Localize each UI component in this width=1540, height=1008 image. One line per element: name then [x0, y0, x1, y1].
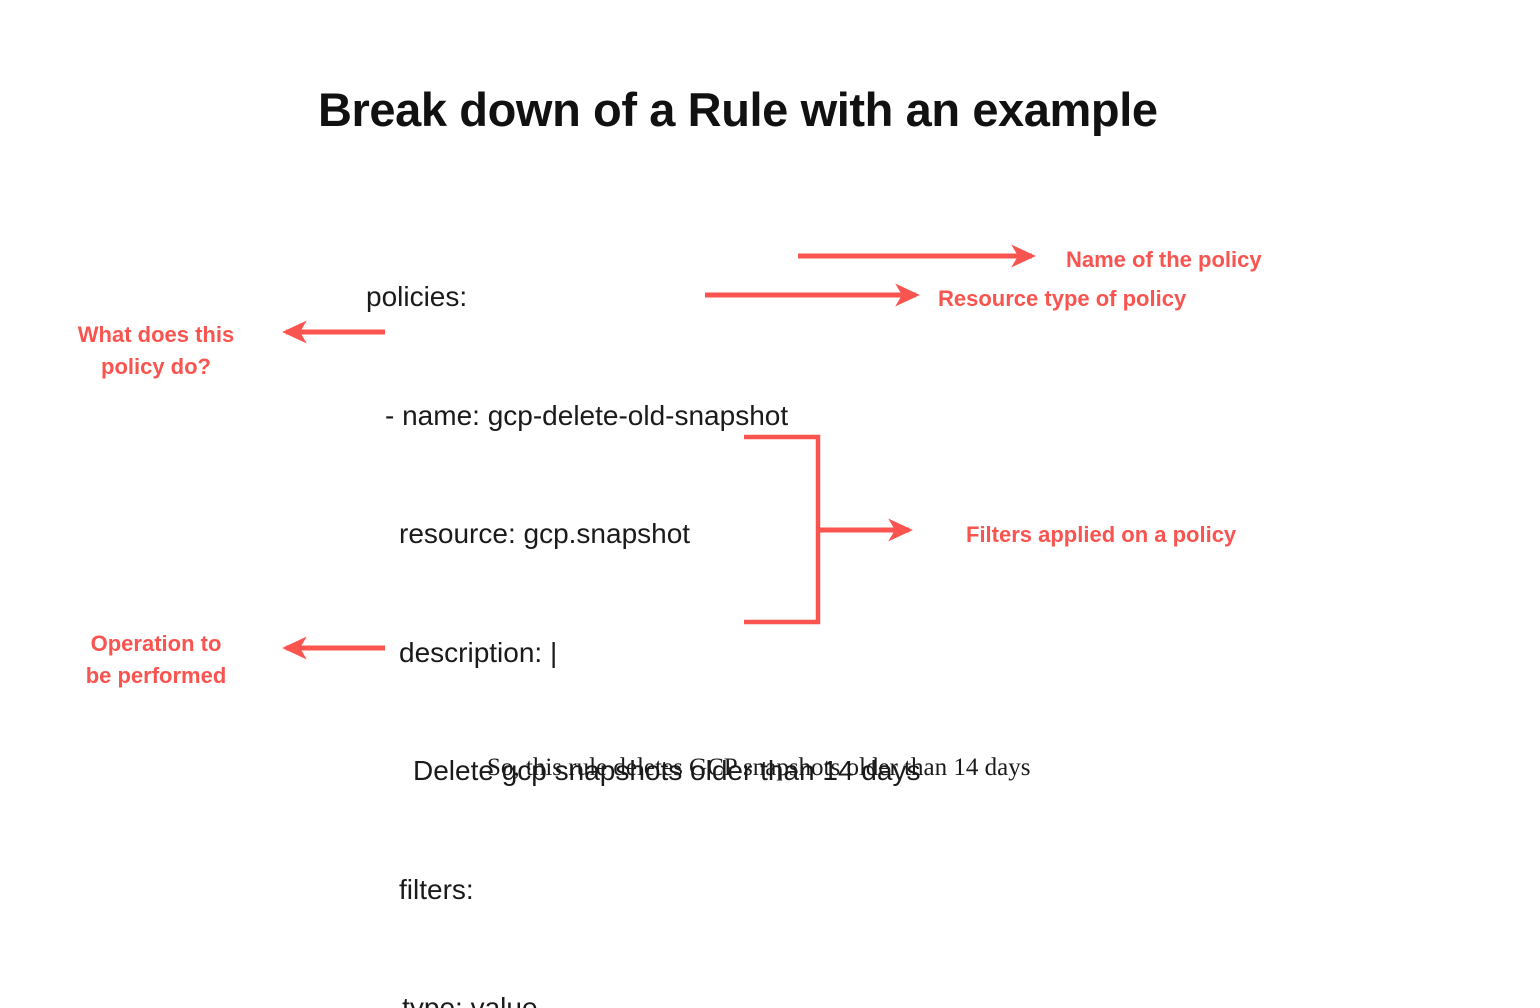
annotation-operation: Operation to be performed — [85, 631, 227, 688]
annotation-filters-applied: Filters applied on a policy — [966, 522, 1237, 547]
annotation-name-of-policy: Name of the policy — [1066, 247, 1262, 272]
yaml-line: policies: — [366, 281, 468, 312]
yaml-line: - name: gcp-delete-old-snapshot — [385, 399, 789, 431]
yaml-line: filters: — [399, 873, 474, 905]
summary-caption: So, this rule deletes GCP snapshots olde… — [487, 754, 1031, 781]
yaml-line: resource: gcp.snapshot — [399, 518, 691, 549]
yaml-line: - type: value — [385, 992, 538, 1008]
page-title: Break down of a Rule with an example — [318, 83, 1158, 136]
annotation-what-policy-does: What does this policy do? — [77, 322, 235, 379]
yaml-line: description: | — [399, 636, 558, 668]
yaml-line: Delete gcp snapshots older than 14 days — [413, 755, 921, 786]
yaml-policy-block: policies: - name: gcp-delete-old-snapsho… — [366, 198, 920, 1008]
annotation-resource-type: Resource type of policy — [938, 286, 1187, 311]
